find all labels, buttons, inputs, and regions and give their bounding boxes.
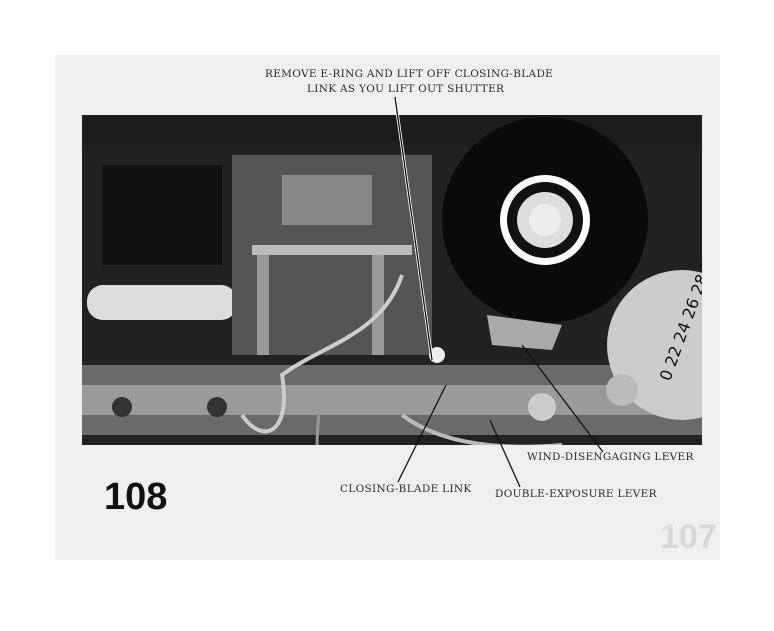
callout-wind-disengaging-lever: WIND-DISENGAGING LEVER xyxy=(527,451,694,463)
bleed-through-page-number: 107 xyxy=(660,518,717,556)
callout-closing-blade-link: CLOSING-BLADE LINK xyxy=(340,483,472,495)
page-number: 108 xyxy=(104,476,168,518)
callout-double-exposure-lever: DOUBLE-EXPOSURE LEVER xyxy=(495,488,657,500)
photo-drawing: 0 22 24 26 28 30 xyxy=(82,117,702,445)
camera-mechanism-photo: 0 22 24 26 28 30 xyxy=(82,115,702,445)
callout-top-line1: REMOVE E-RING AND LIFT OFF CLOSING-BLADE xyxy=(265,68,554,80)
callout-top-line2: LINK AS YOU LIFT OUT SHUTTER xyxy=(307,83,505,95)
